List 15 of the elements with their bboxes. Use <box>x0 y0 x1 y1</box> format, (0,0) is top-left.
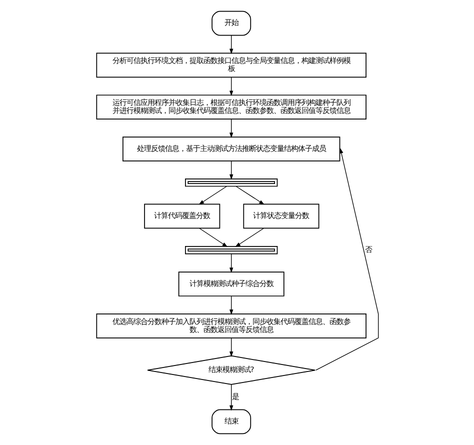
arrow <box>228 338 233 357</box>
arrow <box>314 148 378 370</box>
arrow <box>228 35 233 54</box>
arrow <box>235 186 264 205</box>
arrow <box>198 228 228 247</box>
arrow <box>228 77 233 96</box>
arrow <box>234 228 264 247</box>
node-bar <box>184 178 278 187</box>
arrow <box>228 160 233 180</box>
node-bar <box>184 246 278 254</box>
arrow <box>228 296 233 315</box>
arrow <box>228 118 233 138</box>
arrow <box>198 186 226 205</box>
arrow <box>228 384 233 411</box>
arrow <box>228 253 233 273</box>
